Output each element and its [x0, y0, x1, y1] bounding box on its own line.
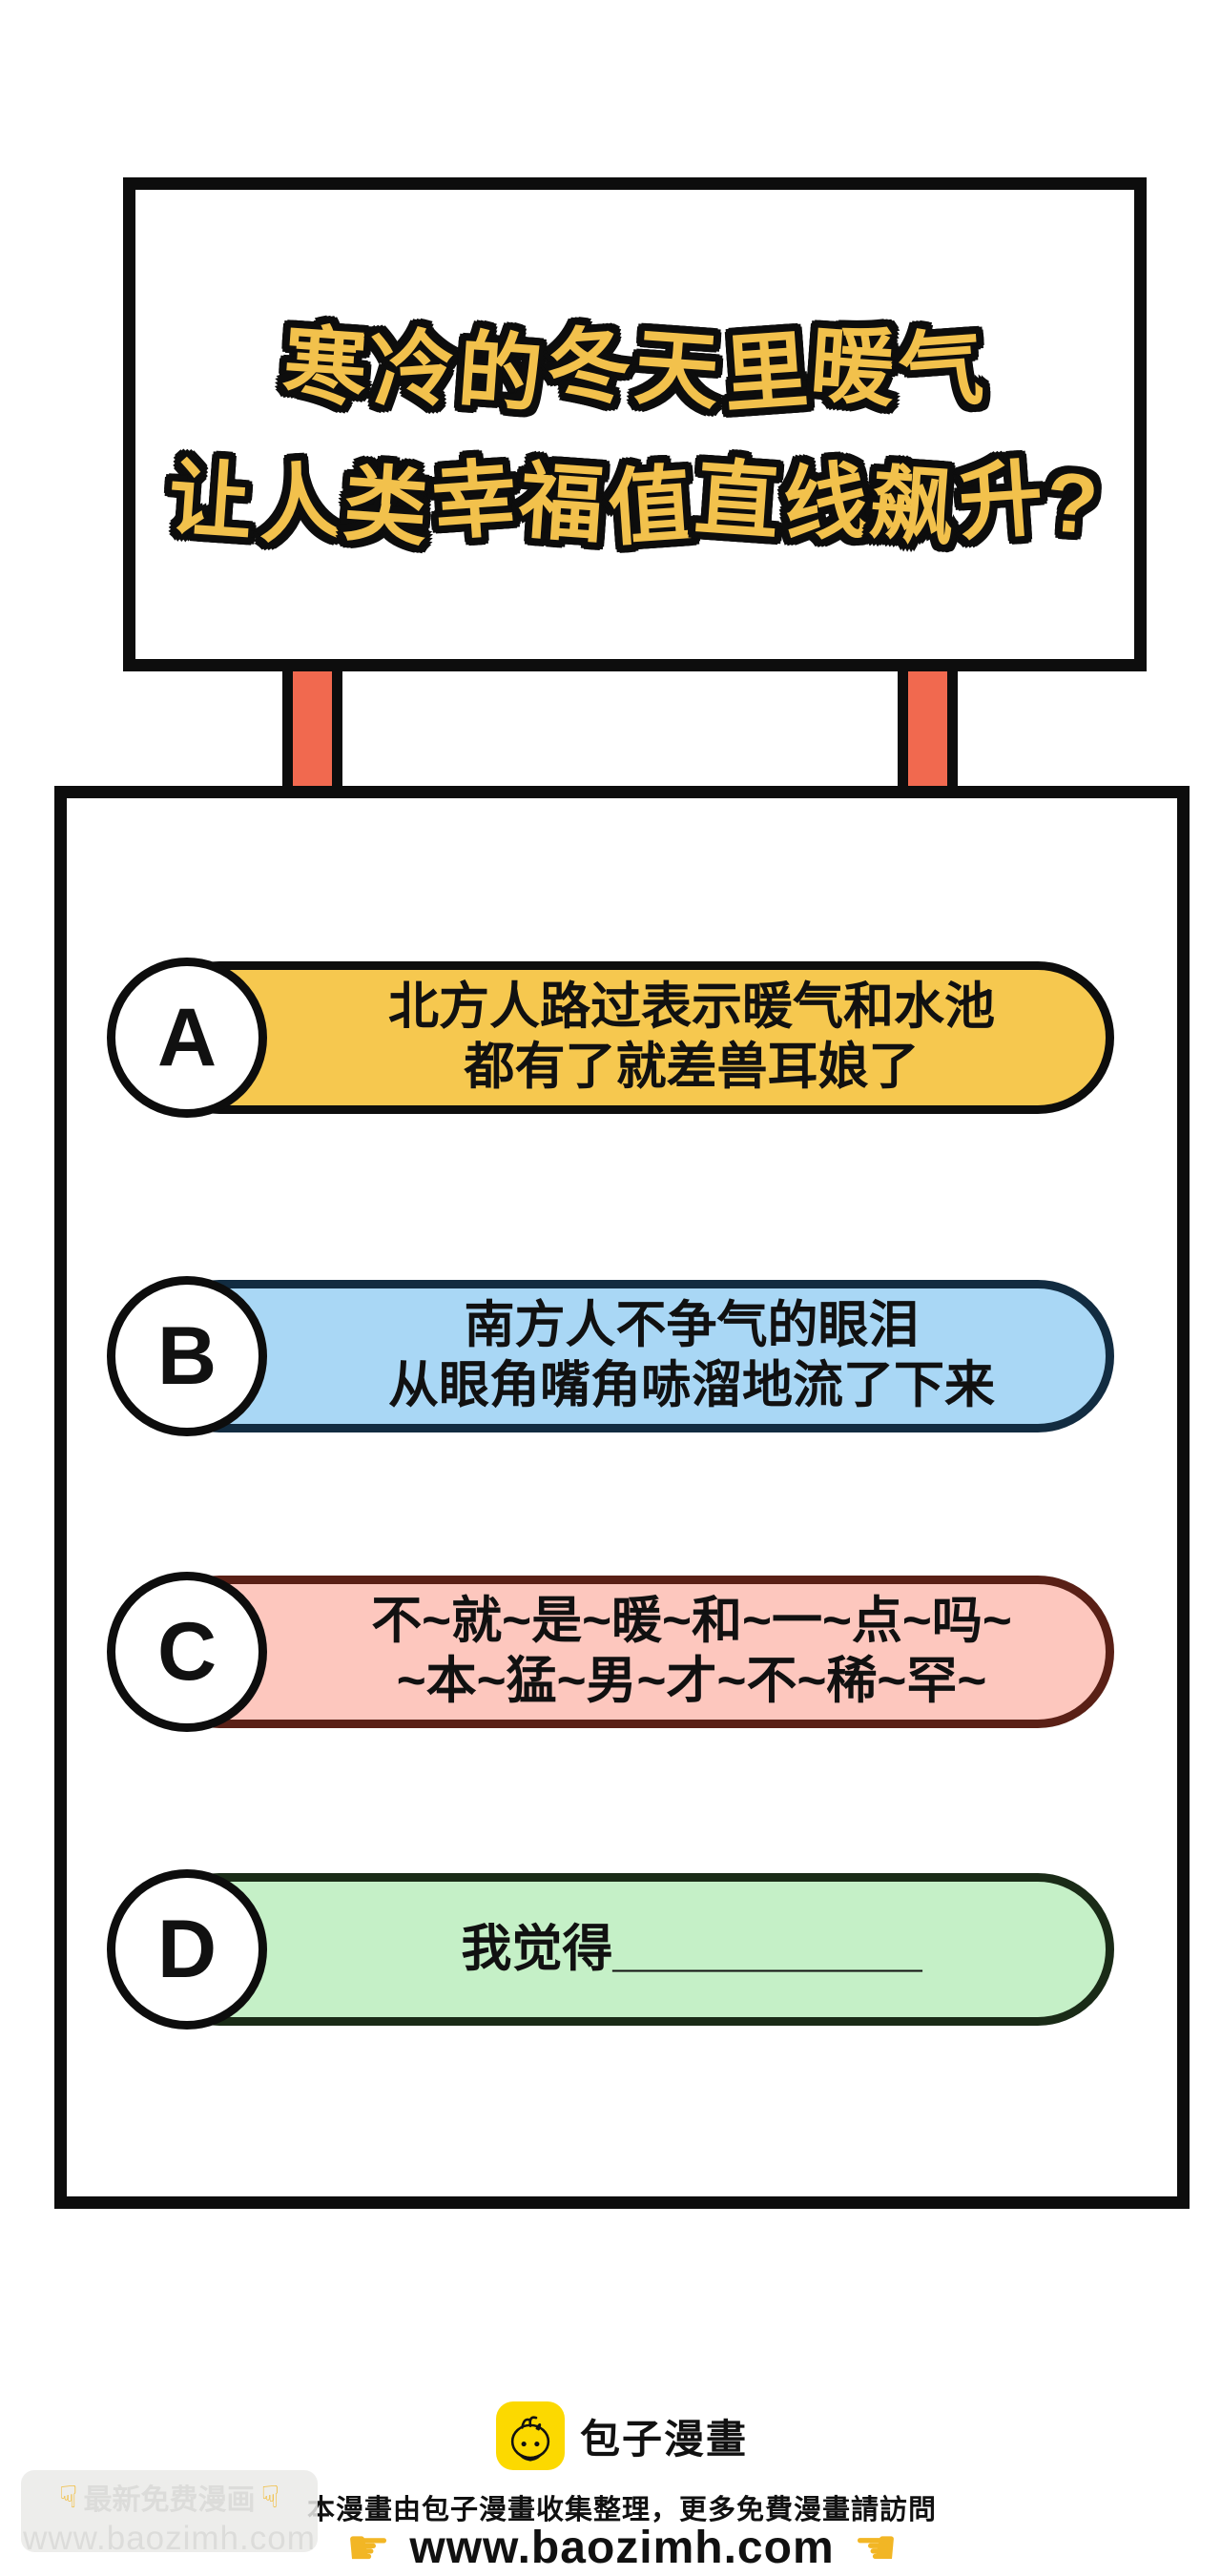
option-b-line2: 从眼角嘴角哧溜地流了下来 — [388, 1357, 995, 1413]
option-b-text: 南方人不争气的眼泪 从眼角嘴角哧溜地流了下来 — [388, 1296, 995, 1415]
baozi-logo-icon — [495, 2401, 565, 2470]
watermark-url: www.baozimh.com — [23, 2520, 316, 2557]
option-c-text: 不~就~是~暖~和~一~点~吗~ ~本~猛~男~才~不~稀~罕~ — [371, 1592, 1012, 1711]
option-c-pill[interactable]: 不~就~是~暖~和~一~点~吗~ ~本~猛~男~才~不~稀~罕~ — [143, 1576, 1114, 1728]
footer-url-link[interactable]: www.baozimh.com — [409, 2523, 835, 2573]
option-c-line2: ~本~猛~男~才~不~稀~罕~ — [396, 1653, 987, 1709]
option-a-line2: 都有了就差兽耳娘了 — [464, 1039, 920, 1095]
corner-watermark: ☟ 最新免费漫画 ☟ www.baozimh.com — [21, 2470, 318, 2557]
option-d-letter-badge[interactable]: D — [107, 1869, 267, 2030]
point-down-hand-icon: ☟ — [59, 2480, 78, 2514]
question-title-line1: 寒冷的冬天里暖气 — [279, 316, 990, 423]
brand-name: 包子漫畫 — [579, 2416, 748, 2462]
option-a-text: 北方人路过表示暖气和水池 都有了就差兽耳娘了 — [388, 978, 995, 1097]
point-left-hand-icon: ☚ — [853, 2520, 899, 2576]
option-d-text: 我觉得___________ — [461, 1920, 921, 1980]
footer-brand: 包子漫畫 — [0, 2401, 1221, 2470]
signpost-left — [282, 658, 342, 801]
option-d-line1: 我觉得___________ — [461, 1920, 922, 1977]
footer-info-line: 本漫畫由包子漫畫收集整理，更多免費漫畫請訪問 — [306, 2495, 937, 2525]
question-title-line2: 让人类幸福值直线飙升? — [164, 449, 1105, 557]
option-c-letter-badge[interactable]: C — [107, 1572, 267, 1732]
option-b-letter-badge[interactable]: B — [107, 1276, 267, 1436]
option-c-line1: 不~就~是~暖~和~一~点~吗~ — [371, 1593, 1012, 1650]
watermark-line1: ☟ 最新免费漫画 ☟ — [21, 2476, 318, 2518]
option-a-line1: 北方人路过表示暖气和水池 — [388, 979, 995, 1036]
point-right-hand-icon: ☛ — [345, 2520, 391, 2576]
point-down-hand-icon: ☟ — [260, 2480, 279, 2514]
option-d-pill[interactable]: 我觉得___________ — [143, 1873, 1114, 2026]
option-b-line1: 南方人不争气的眼泪 — [464, 1297, 920, 1354]
baozi-bun-icon — [510, 2416, 550, 2462]
option-b-pill[interactable]: 南方人不争气的眼泪 从眼角嘴角哧溜地流了下来 — [143, 1280, 1114, 1432]
option-d: 我觉得___________ D — [0, 1869, 1221, 2030]
footer-url-row: ☛ www.baozimh.com ☚ — [0, 2522, 1221, 2574]
option-a-letter-badge[interactable]: A — [107, 958, 267, 1118]
option-c: 不~就~是~暖~和~一~点~吗~ ~本~猛~男~才~不~稀~罕~ C — [0, 1572, 1221, 1732]
option-b: 南方人不争气的眼泪 从眼角嘴角哧溜地流了下来 B — [0, 1276, 1221, 1436]
signpost-right — [898, 658, 958, 801]
option-a: 北方人路过表示暖气和水池 都有了就差兽耳娘了 A — [0, 958, 1221, 1118]
question-board: 寒冷的冬天里暖气 让人类幸福值直线飙升? — [123, 177, 1147, 671]
option-a-pill[interactable]: 北方人路过表示暖气和水池 都有了就差兽耳娘了 — [143, 961, 1114, 1114]
watermark-text: 最新免费漫画 — [83, 2484, 256, 2516]
